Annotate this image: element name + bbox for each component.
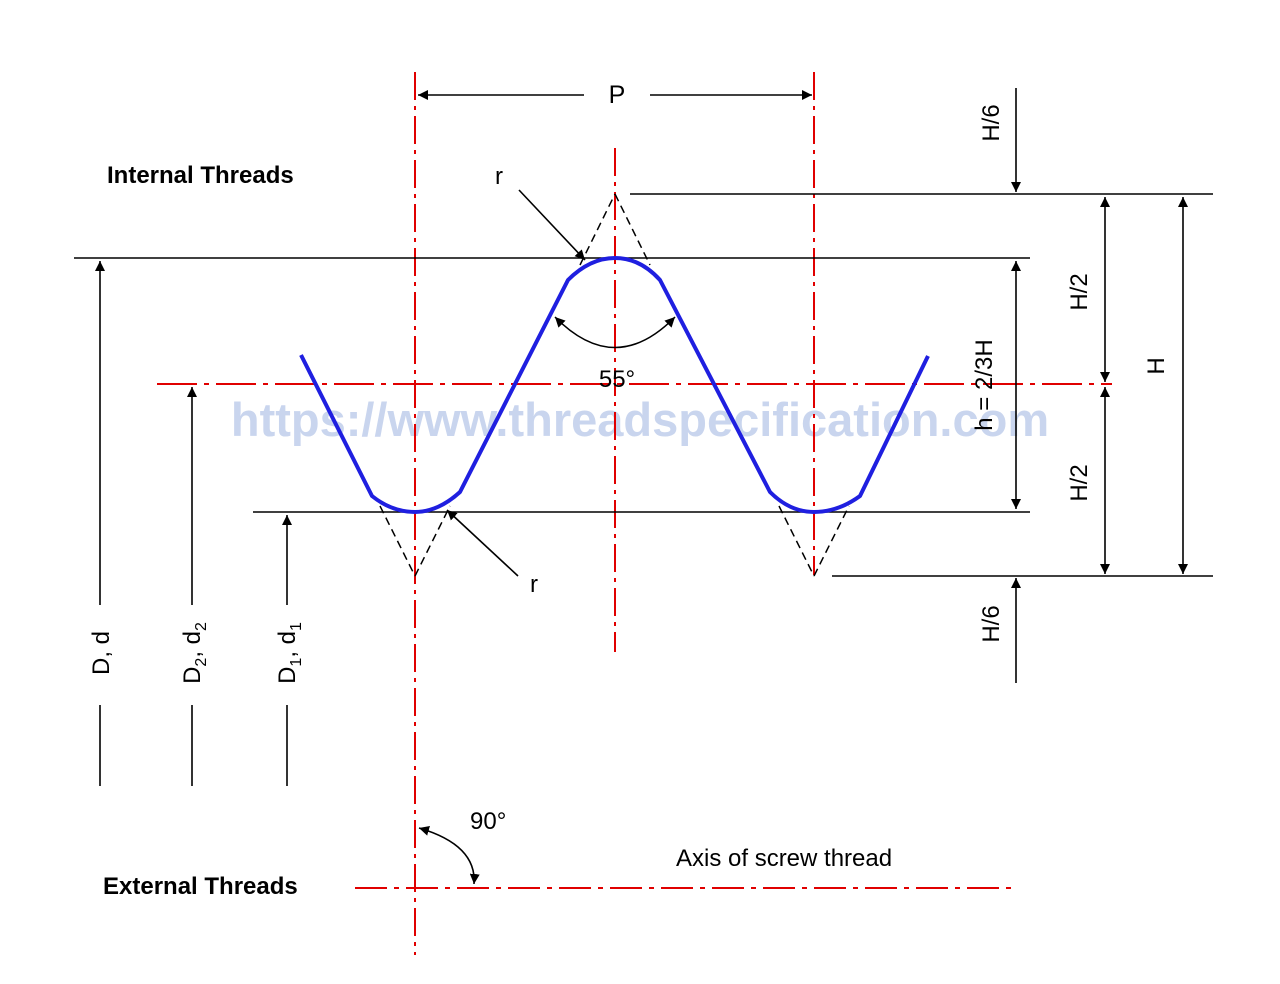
flank-angle-label: 55° (599, 366, 635, 393)
pitch-label: P (609, 81, 626, 109)
h2-top-label: H/2 (1066, 273, 1093, 310)
thread-profile-curve (299, 256, 930, 514)
radius-bottom-label: r (530, 571, 538, 598)
axis-label: Axis of screw thread (676, 845, 892, 872)
h-full-label: H (1143, 357, 1170, 374)
radius-top-label: r (495, 163, 503, 190)
axis-angle-arc (418, 826, 480, 885)
h6-bottom-label: H/6 (978, 605, 1005, 642)
radius-bottom-leader (446, 509, 519, 577)
d-pitch-label: D2, d2 (179, 622, 210, 684)
fundamental-triangle (379, 193, 850, 577)
h-depth-label: h = 2/3H (971, 339, 998, 430)
dimension-arrows (95, 88, 1188, 885)
d-minor-label: D1, d1 (274, 622, 305, 684)
flank-angle-arc (554, 316, 676, 349)
h6-top-label: H/6 (978, 104, 1005, 141)
watermark-text: https://www.threadspecification.com (231, 393, 1049, 446)
internal-threads-label: Internal Threads (107, 162, 294, 189)
d-major-label: D, d (88, 631, 115, 675)
h2-bottom-label: H/2 (1066, 464, 1093, 501)
external-threads-label: External Threads (103, 873, 298, 900)
radius-top-leader (518, 189, 586, 261)
centerlines (157, 72, 1112, 955)
axis-angle-label: 90° (470, 808, 506, 835)
